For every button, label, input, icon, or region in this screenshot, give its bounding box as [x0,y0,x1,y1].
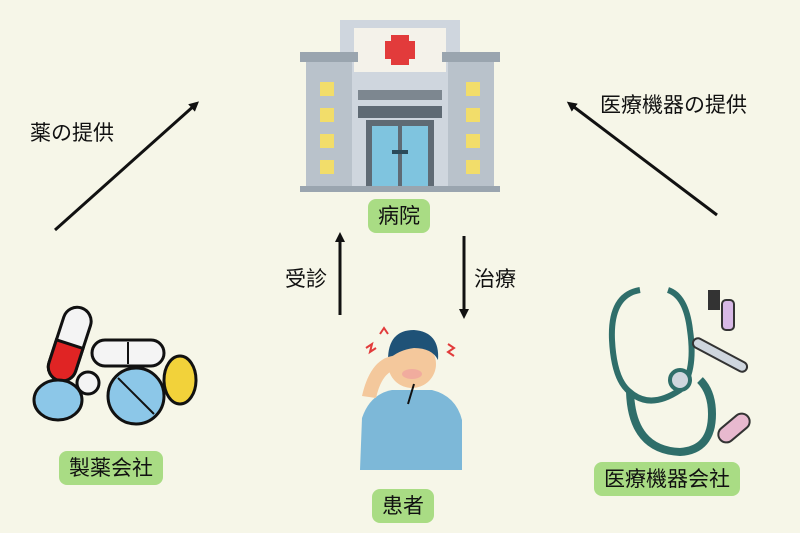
edge-drug-supply-caption: 薬の提供 [30,121,114,145]
arrow-drug-supply [54,101,199,232]
hospital-icon [300,20,500,192]
sick-patient-icon [360,326,462,470]
node-patient-label: 患者 [372,489,434,523]
arrow-device-supply [566,101,718,217]
medical-devices-icon [608,287,751,457]
edge-consultation-caption: 受診 [285,267,327,291]
node-hospital-label: 病院 [368,199,430,233]
pills-icon [32,305,198,426]
node-pharma-label: 製薬会社 [59,451,163,485]
node-device-company-label: 医療機器会社 [594,462,740,496]
edge-device-supply-caption: 医療機器の提供 [600,93,747,117]
edge-treatment-caption: 治療 [474,267,516,291]
